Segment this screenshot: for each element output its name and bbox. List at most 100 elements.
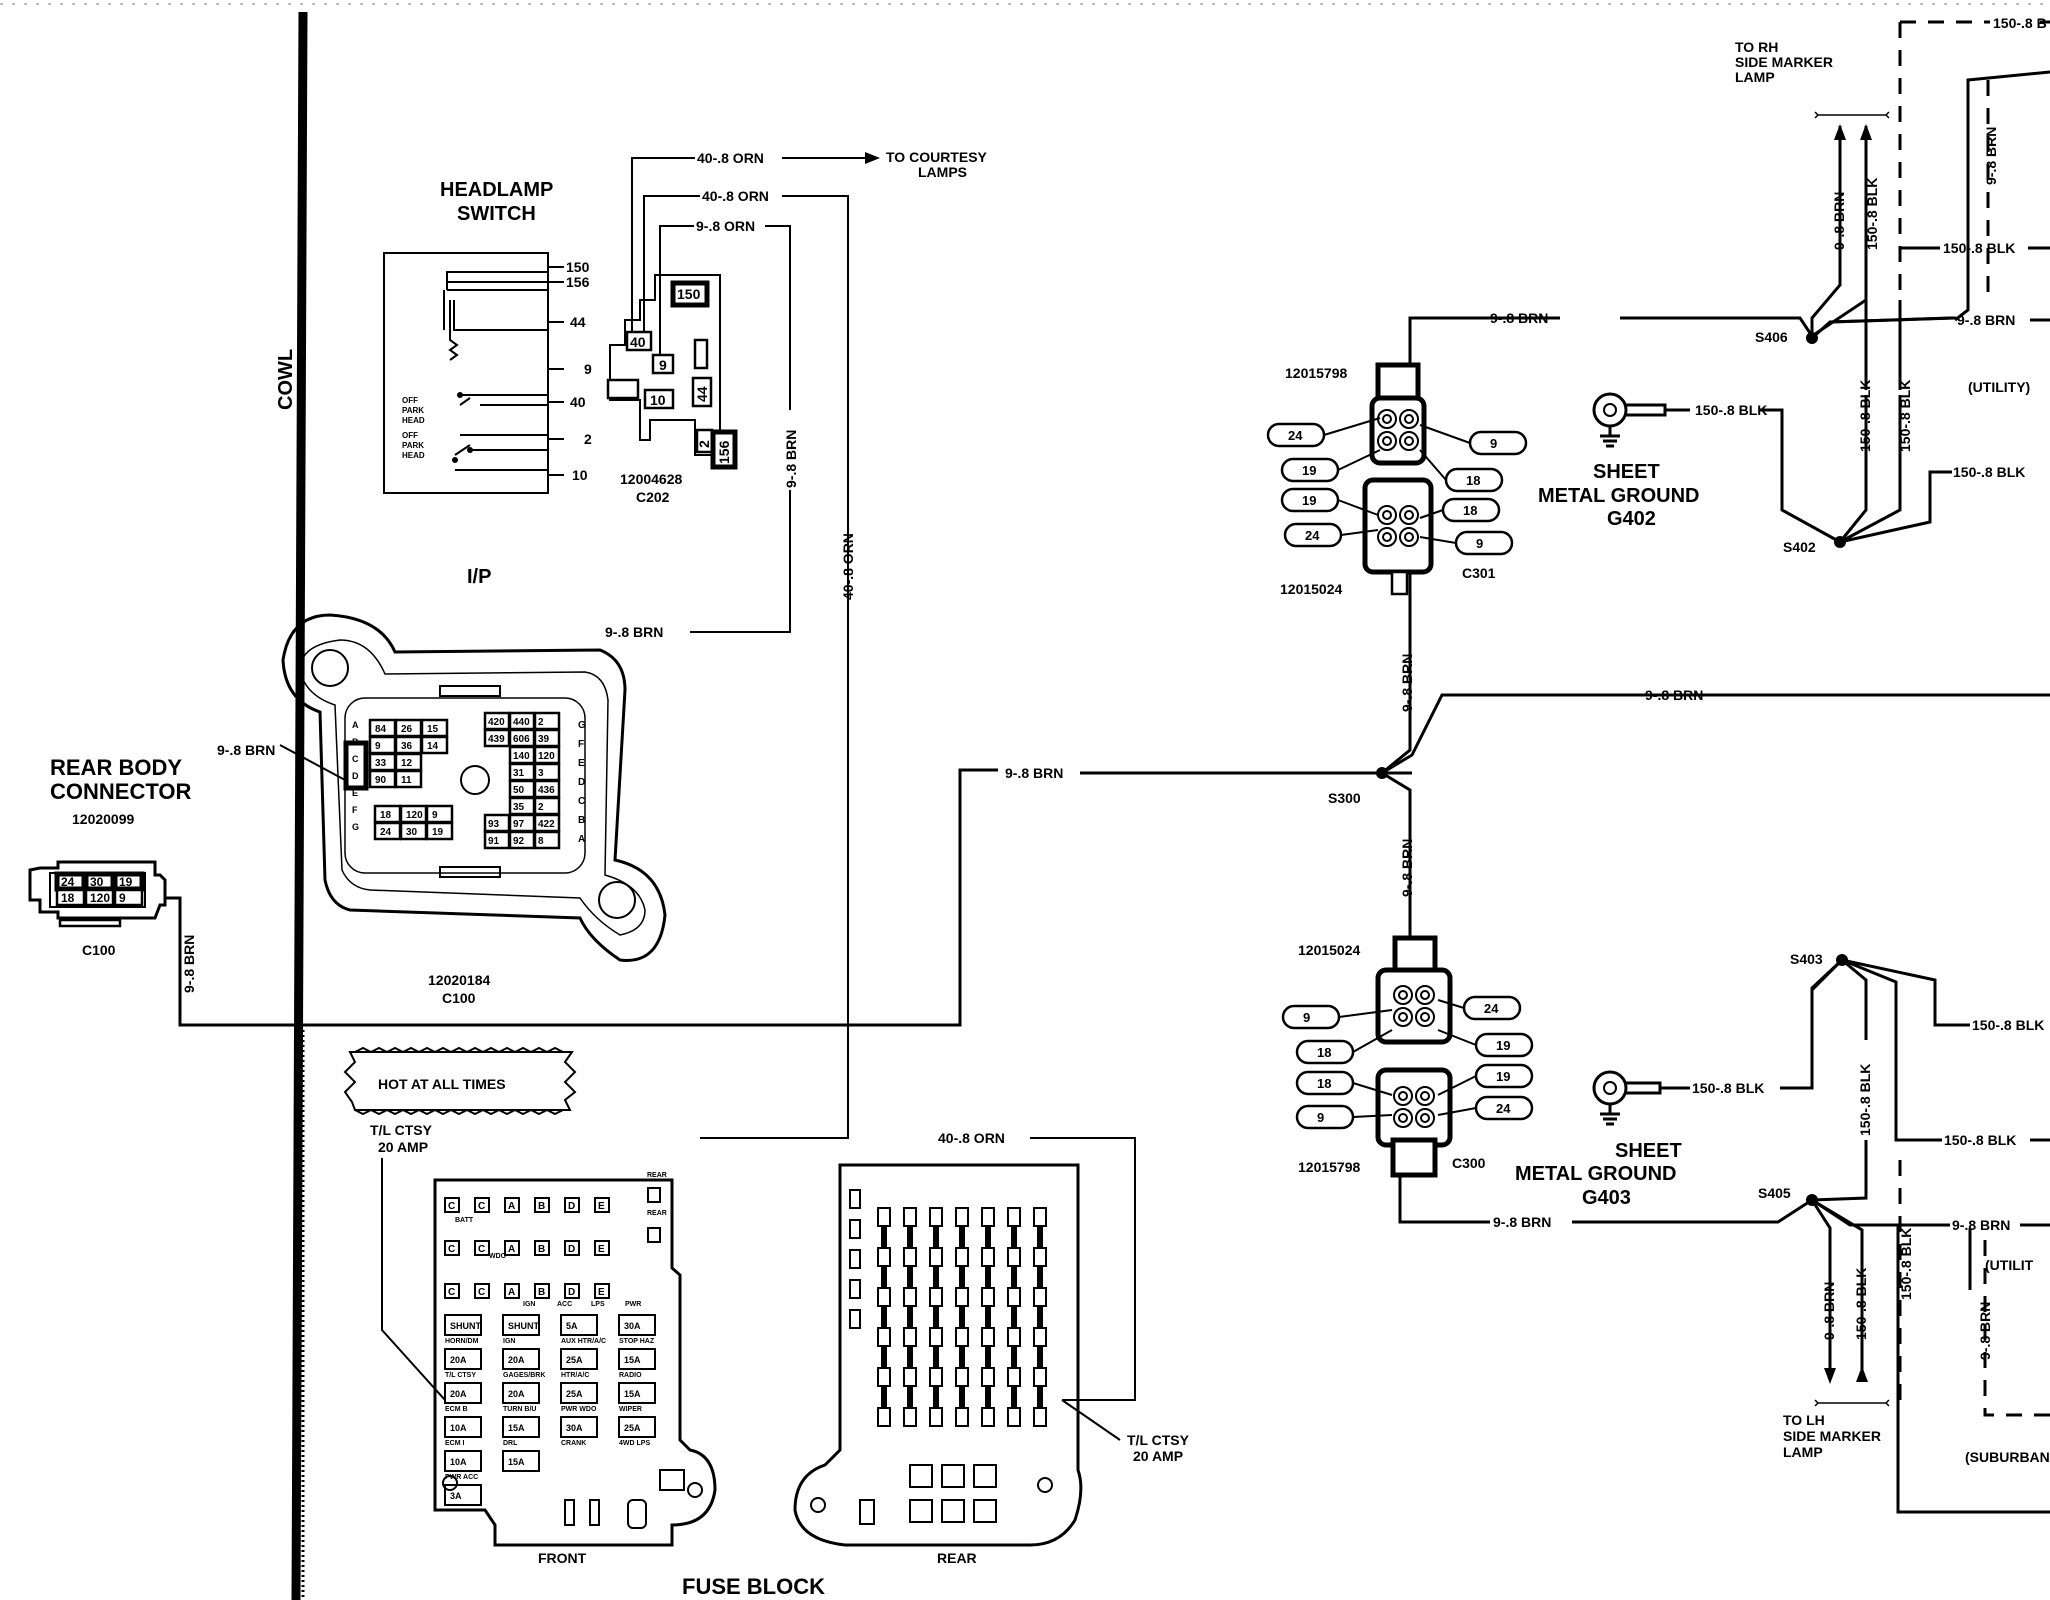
front-fuse-label: 25A [566,1389,583,1399]
rear-fuse-side [849,1279,861,1299]
front-fuse [618,1416,656,1438]
ip-c100-cavity-label: 18 [380,810,392,821]
rear-fuse-terminal [1033,1207,1047,1227]
c301-bottom-part: 12015024 [1280,581,1343,597]
front-relay-terminal [564,1240,580,1256]
switch-pos-3: OFF [402,431,418,440]
s300-splice: S300 9-.8 BRN 9-.8 BRN 9-.8 BRN [1328,590,2050,905]
front-fuse-note: RADIO [619,1372,642,1379]
rear-c100-cavity-label: 24 [61,875,75,889]
s406-label: S406 [1755,329,1788,345]
cavity-leader [1352,1029,1393,1053]
front-relay-terminal-label: E [598,1287,605,1298]
cavity-bubble-label: 9 [1476,536,1483,551]
rear-fuse-terminal [903,1407,917,1427]
wire-9-brn-c100-vert: 9-.8 BRN [181,935,197,993]
to-lh-side-marker-1: TO LH [1783,1412,1825,1428]
ip-c100-row-letter: D [578,777,585,788]
ip-c100-cavity-label: 24 [380,827,392,838]
ip-c100-cavity-label: 9 [375,741,381,752]
rear-body-connector-title-1: REAR BODY [50,755,182,780]
front-relay-terminal-label: A [508,1201,515,1212]
front-fuse [560,1314,598,1336]
cavity-bubble-label: 19 [1302,463,1316,478]
ip-c100-wire-9-brn: 9-.8 BRN [217,742,275,758]
ip-c100-row-letter: B [578,815,585,826]
switch-pin-10: 10 [572,467,588,483]
connector-pin [1420,1113,1430,1123]
ip-c100-cavity-label: 39 [538,734,550,745]
front-relay-terminal [594,1240,610,1256]
utility-bottom-label: (UTILIT [1985,1257,2034,1273]
rear-fuse-terminal [981,1407,995,1427]
headlamp-switch-title-2: SWITCH [457,203,536,225]
front-fuse-label: 20A [450,1355,467,1365]
rear-fuse-side [849,1189,861,1209]
front-relay-terminal [474,1240,490,1256]
right-upper-network: TO RH SIDE MARKER LAMP 9-.8 BRN 150-.8 B… [1735,15,2050,555]
front-relay-terminal [444,1197,460,1213]
connector-cavity [1393,985,1413,1005]
rear-fuse-terminal [955,1367,969,1387]
ip-c100-key [343,740,369,791]
wire-40-orn-c: 40-.8 ORN [938,1130,1005,1146]
front-relay-terminal-label: C [448,1201,455,1212]
rear-fuse-misc [859,1499,875,1525]
rear-body-connector-title-2: CONNECTOR [50,779,191,804]
ip-c100-cavity-label: 84 [375,724,387,735]
rear-fuse-terminal [877,1207,891,1227]
rear-fuse-terminal [929,1327,943,1347]
wire-9-brn-s300-right: 9-.8 BRN [1645,687,1703,703]
cavity-bubble [1295,1104,1355,1130]
rear-fuse-terminal [955,1247,969,1267]
front-fuse-note: TURN B/U [503,1406,536,1413]
front-fuse [444,1382,482,1404]
rear-fuse-side [849,1249,861,1269]
front-fuse [502,1382,540,1404]
ip-c100-row-letter: G [352,822,359,832]
front-fuse-note: PWR WDO [561,1406,597,1413]
connector-pin [1382,414,1392,424]
c202-connector: 40 150 9 10 44 2 156 12004628 C202 [606,274,738,505]
to-lh-side-marker-3: LAMP [1783,1444,1823,1460]
front-fuse-note: CRANK [561,1440,586,1447]
wire-9-orn: 9-.8 ORN [696,218,755,234]
rear-fuse-relay [941,1499,965,1523]
switch-pos-1: PARK [402,406,424,415]
to-lh-side-marker-2: SIDE MARKER [1783,1428,1881,1444]
wire-40-orn-a: 40-.8 ORN [697,150,764,166]
rear-fuse-terminal [877,1367,891,1387]
wire-9-brn-main: 9-.8 BRN [1005,765,1063,781]
wire-9-brn-right-bottom: 9-.8 BRN [1952,1217,2010,1233]
rear-fuse-terminal [955,1327,969,1347]
c202-cavity-10: 10 [650,392,666,408]
wire-40-orn-vert: 40-.8 ORN [840,533,856,600]
ip-c100-row-letter: F [578,739,584,750]
to-courtesy-lamps-1: TO COURTESY [886,149,988,165]
rear-c100-cavity-label: 18 [61,891,75,905]
rear-fuse-terminal [1007,1247,1021,1267]
cavity-leader [1352,1082,1393,1096]
rear-fuse-relay [973,1464,997,1488]
front-top-right-1: REAR [647,1172,667,1179]
front-relay-terminal-label: C [448,1287,455,1298]
cavity-leader [1437,1029,1477,1046]
rear-fuse-terminal [1033,1287,1047,1307]
wire-9-brn-right-top-vert: 9-.8 BRN [1983,127,1999,185]
wire-150-blk-top: 150-.8 B [1993,15,2047,31]
rear-fuse-relay [909,1464,933,1488]
rear-fuse-terminal [903,1367,917,1387]
rear-fuse-terminal [981,1367,995,1387]
fuse-block-front-label: FRONT [538,1550,587,1566]
front-relay-terminal-label: B [538,1244,545,1255]
ip-c100-cavity-label: 3 [538,768,544,779]
fuse-block-rear-label: REAR [937,1550,977,1566]
wire-150-blk-g402: 150-.8 BLK [1695,402,1767,418]
wire-150-blk-s403-right: 150-.8 BLK [1972,1017,2044,1033]
front-fuse [502,1348,540,1370]
connector-pin [1382,532,1392,542]
cavity-bubble-label: 18 [1317,1045,1331,1060]
